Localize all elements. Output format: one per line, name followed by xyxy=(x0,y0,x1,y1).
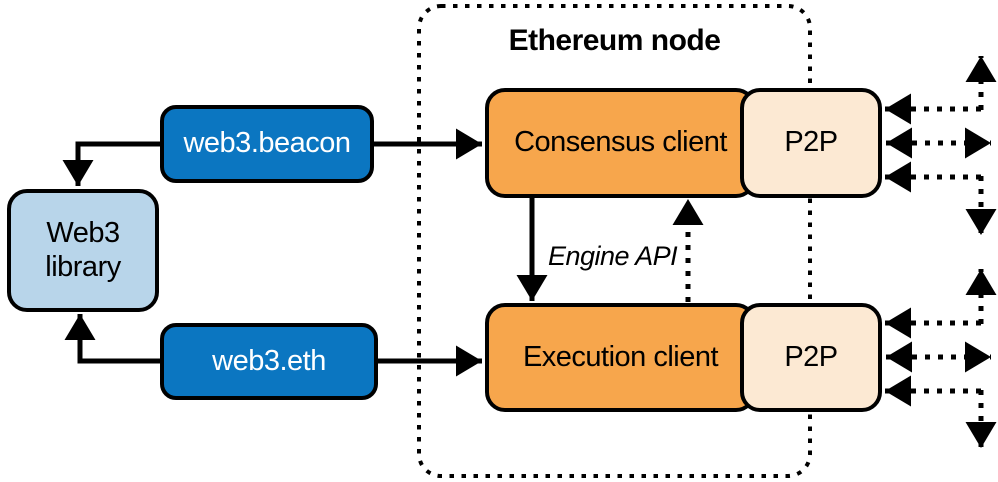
ethereum-node-title: Ethereum node xyxy=(508,24,721,57)
p2p-top-box: P2P xyxy=(740,88,882,198)
engine-api-label: Engine API xyxy=(548,241,678,271)
consensus-client-box: Consensus client xyxy=(485,88,756,198)
web3-eth-box: web3.eth xyxy=(160,323,378,400)
web3-library-box: Web3 library xyxy=(7,189,159,312)
arrow-beacon-to-library xyxy=(62,141,162,186)
arrow-eth-to-library xyxy=(64,314,162,364)
p2p-bottom-box: P2P xyxy=(740,303,882,412)
execution-client-box: Execution client xyxy=(485,303,756,412)
web3-beacon-box: web3.beacon xyxy=(160,105,374,183)
